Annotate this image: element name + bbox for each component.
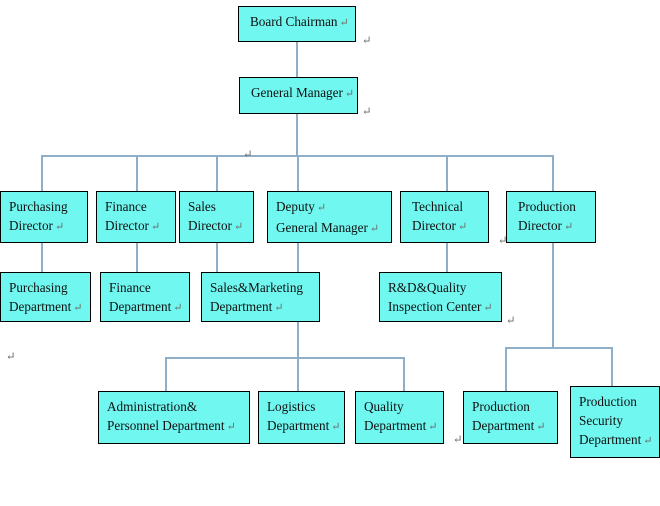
node-line: Finance <box>109 280 151 295</box>
node-logistics-department[interactable]: Logistics Department↵ <box>258 391 345 444</box>
node-line: General Manager↵ <box>251 85 355 100</box>
connector-chairman-to-gm <box>296 42 298 77</box>
node-line: Director↵ <box>9 218 65 233</box>
connector-bus-to-production-security-department <box>611 347 613 386</box>
node-line: Administration& <box>107 399 198 414</box>
node-technical-director[interactable]: Technical Director↵ <box>400 191 489 243</box>
node-line: Director↵ <box>105 218 161 233</box>
pilcrow-mark: ↵ <box>344 88 355 100</box>
pilcrow-mark: ↵ <box>316 202 327 214</box>
node-board-chairman[interactable]: Board Chairman↵ <box>238 6 356 42</box>
node-deputy-general-manager[interactable]: Deputy↵ General Manager↵ <box>267 191 392 243</box>
node-finance-director[interactable]: Finance Director↵ <box>96 191 176 243</box>
node-line: Production <box>579 394 637 409</box>
pilcrow-mark: ↵ <box>536 421 546 433</box>
connector-bus-to-technical-director <box>446 155 448 191</box>
node-line: Quality <box>364 399 404 414</box>
pilcrow-mark-canvas-left: ↵ <box>6 351 16 363</box>
node-line: Department↵ <box>267 418 341 433</box>
node-line: Department↵ <box>9 299 83 314</box>
pilcrow-mark: ↵ <box>274 302 284 314</box>
node-line: Board Chairman↵ <box>250 14 349 29</box>
pilcrow-mark-canvas-rd-center: ↵ <box>506 315 516 327</box>
connector-production-director-down <box>552 243 554 347</box>
node-general-manager[interactable]: General Manager↵ <box>239 77 358 114</box>
node-line: Production <box>472 399 530 414</box>
node-quality-department[interactable]: Quality Department↵ <box>355 391 444 444</box>
node-purchasing-director[interactable]: Purchasing Director↵ <box>0 191 88 243</box>
node-line: R&D&Quality <box>388 280 467 295</box>
node-production-department[interactable]: Production Department↵ <box>463 391 558 444</box>
node-line: Department↵ <box>210 299 284 314</box>
node-line: Department↵ <box>364 418 438 433</box>
connector-technical-director-to-rd-center <box>446 243 448 272</box>
pilcrow-mark: ↵ <box>369 223 380 235</box>
connector-bus-to-logistics-department <box>297 357 299 391</box>
pilcrow-mark: ↵ <box>226 421 236 433</box>
connector-bus-to-administration-department <box>165 357 167 391</box>
connector-bus-to-quality-department <box>403 357 405 391</box>
node-production-director[interactable]: Production Director↵ <box>506 191 596 243</box>
pilcrow-mark: ↵ <box>233 221 244 233</box>
node-production-security-department[interactable]: Production Security Department↵ <box>570 386 660 458</box>
connector-bus-to-deputy-gm <box>297 155 299 191</box>
node-line: Director↵ <box>188 218 244 233</box>
node-line: Sales&Marketing <box>210 280 304 295</box>
node-line: Department↵ <box>109 299 183 314</box>
pilcrow-mark-canvas-quality: ↵ <box>453 434 463 446</box>
connector-finance-director-to-department <box>136 243 138 272</box>
node-line: Technical <box>412 199 464 214</box>
connector-deputy-gm-bus <box>165 357 404 359</box>
pilcrow-mark-canvas-production-director: ↵ <box>498 235 508 247</box>
node-line: Director↵ <box>518 218 574 233</box>
node-line: Logistics <box>267 399 316 414</box>
pilcrow-mark: ↵ <box>457 221 468 233</box>
node-line: Production <box>518 199 576 214</box>
node-line: Purchasing <box>9 280 68 295</box>
pilcrow-mark: ↵ <box>428 421 438 433</box>
connector-bus-to-purchasing-director <box>41 155 43 191</box>
node-line: Deputy↵ <box>276 199 327 214</box>
pilcrow-mark: ↵ <box>73 302 83 314</box>
connector-sales-director-to-department <box>216 243 218 272</box>
pilcrow-mark-canvas-chairman: ↵ <box>362 35 372 47</box>
pilcrow-mark: ↵ <box>150 221 161 233</box>
connector-bus-to-production-department <box>505 347 507 391</box>
pilcrow-mark: ↵ <box>331 421 341 433</box>
pilcrow-mark-canvas-bus: ↵ <box>243 149 253 161</box>
node-sales-marketing-department[interactable]: Sales&Marketing Department↵ <box>201 272 320 322</box>
node-line: Sales <box>188 199 216 214</box>
node-finance-department[interactable]: Finance Department↵ <box>100 272 190 322</box>
pilcrow-mark-canvas-gm: ↵ <box>362 106 372 118</box>
connector-bus-to-production-director <box>552 155 554 191</box>
connector-gm-down <box>296 114 298 156</box>
node-line: Security <box>579 413 623 428</box>
connector-bus-to-sales-director <box>216 155 218 191</box>
connector-bus-to-finance-director <box>136 155 138 191</box>
connector-production-director-bus <box>505 347 612 349</box>
node-line: Finance <box>105 199 147 214</box>
node-line: General Manager↵ <box>276 220 380 235</box>
node-line: Personnel Department↵ <box>107 418 236 433</box>
node-line: Purchasing <box>9 199 68 214</box>
pilcrow-mark: ↵ <box>339 17 349 29</box>
node-administration-personnel-department[interactable]: Administration& Personnel Department↵ <box>98 391 250 444</box>
pilcrow-mark: ↵ <box>173 302 183 314</box>
pilcrow-mark: ↵ <box>643 435 653 447</box>
node-purchasing-department[interactable]: Purchasing Department↵ <box>0 272 91 322</box>
node-line: Inspection Center↵ <box>388 299 493 314</box>
node-line: Department↵ <box>472 418 546 433</box>
pilcrow-mark: ↵ <box>563 221 574 233</box>
node-line: Director↵ <box>412 218 468 233</box>
connector-purchasing-director-to-department <box>41 243 43 272</box>
pilcrow-mark: ↵ <box>483 302 493 314</box>
pilcrow-mark: ↵ <box>54 221 65 233</box>
node-sales-director[interactable]: Sales Director↵ <box>179 191 254 243</box>
node-line: Department↵ <box>579 432 653 447</box>
node-rd-quality-inspection-center[interactable]: R&D&Quality Inspection Center↵ <box>379 272 502 322</box>
